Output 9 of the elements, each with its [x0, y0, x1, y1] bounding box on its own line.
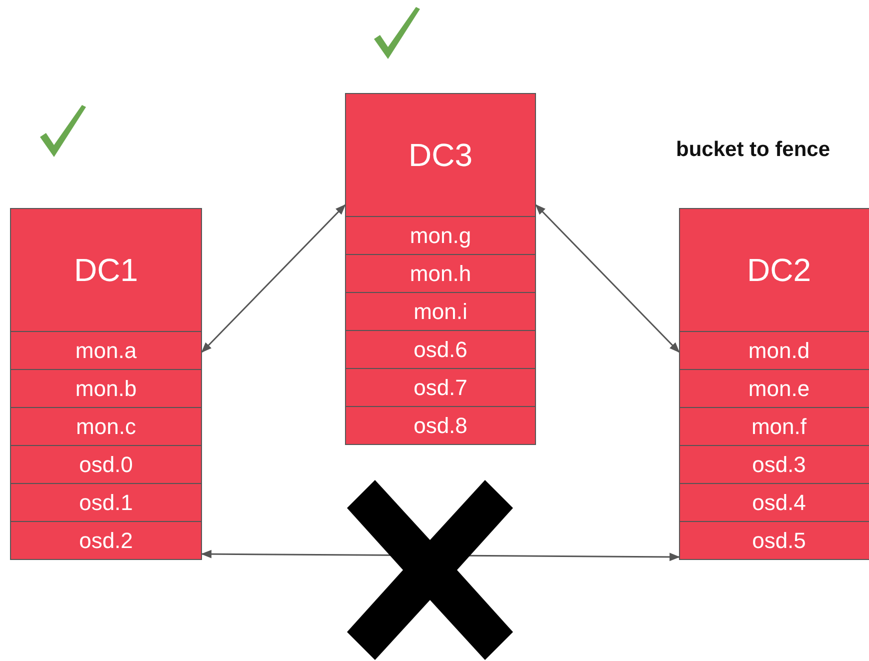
datacenter-column	[679, 208, 869, 560]
datacenter-title: DC1	[74, 252, 138, 288]
double-arrow	[201, 204, 346, 353]
note-text: bucket to fence	[676, 138, 830, 162]
double-arrow	[535, 204, 680, 353]
datacenter-title: DC3	[408, 136, 472, 174]
datacenter-column	[345, 93, 536, 445]
datacenter-title: DC2	[746, 252, 811, 288]
datacenter-column	[10, 208, 202, 560]
